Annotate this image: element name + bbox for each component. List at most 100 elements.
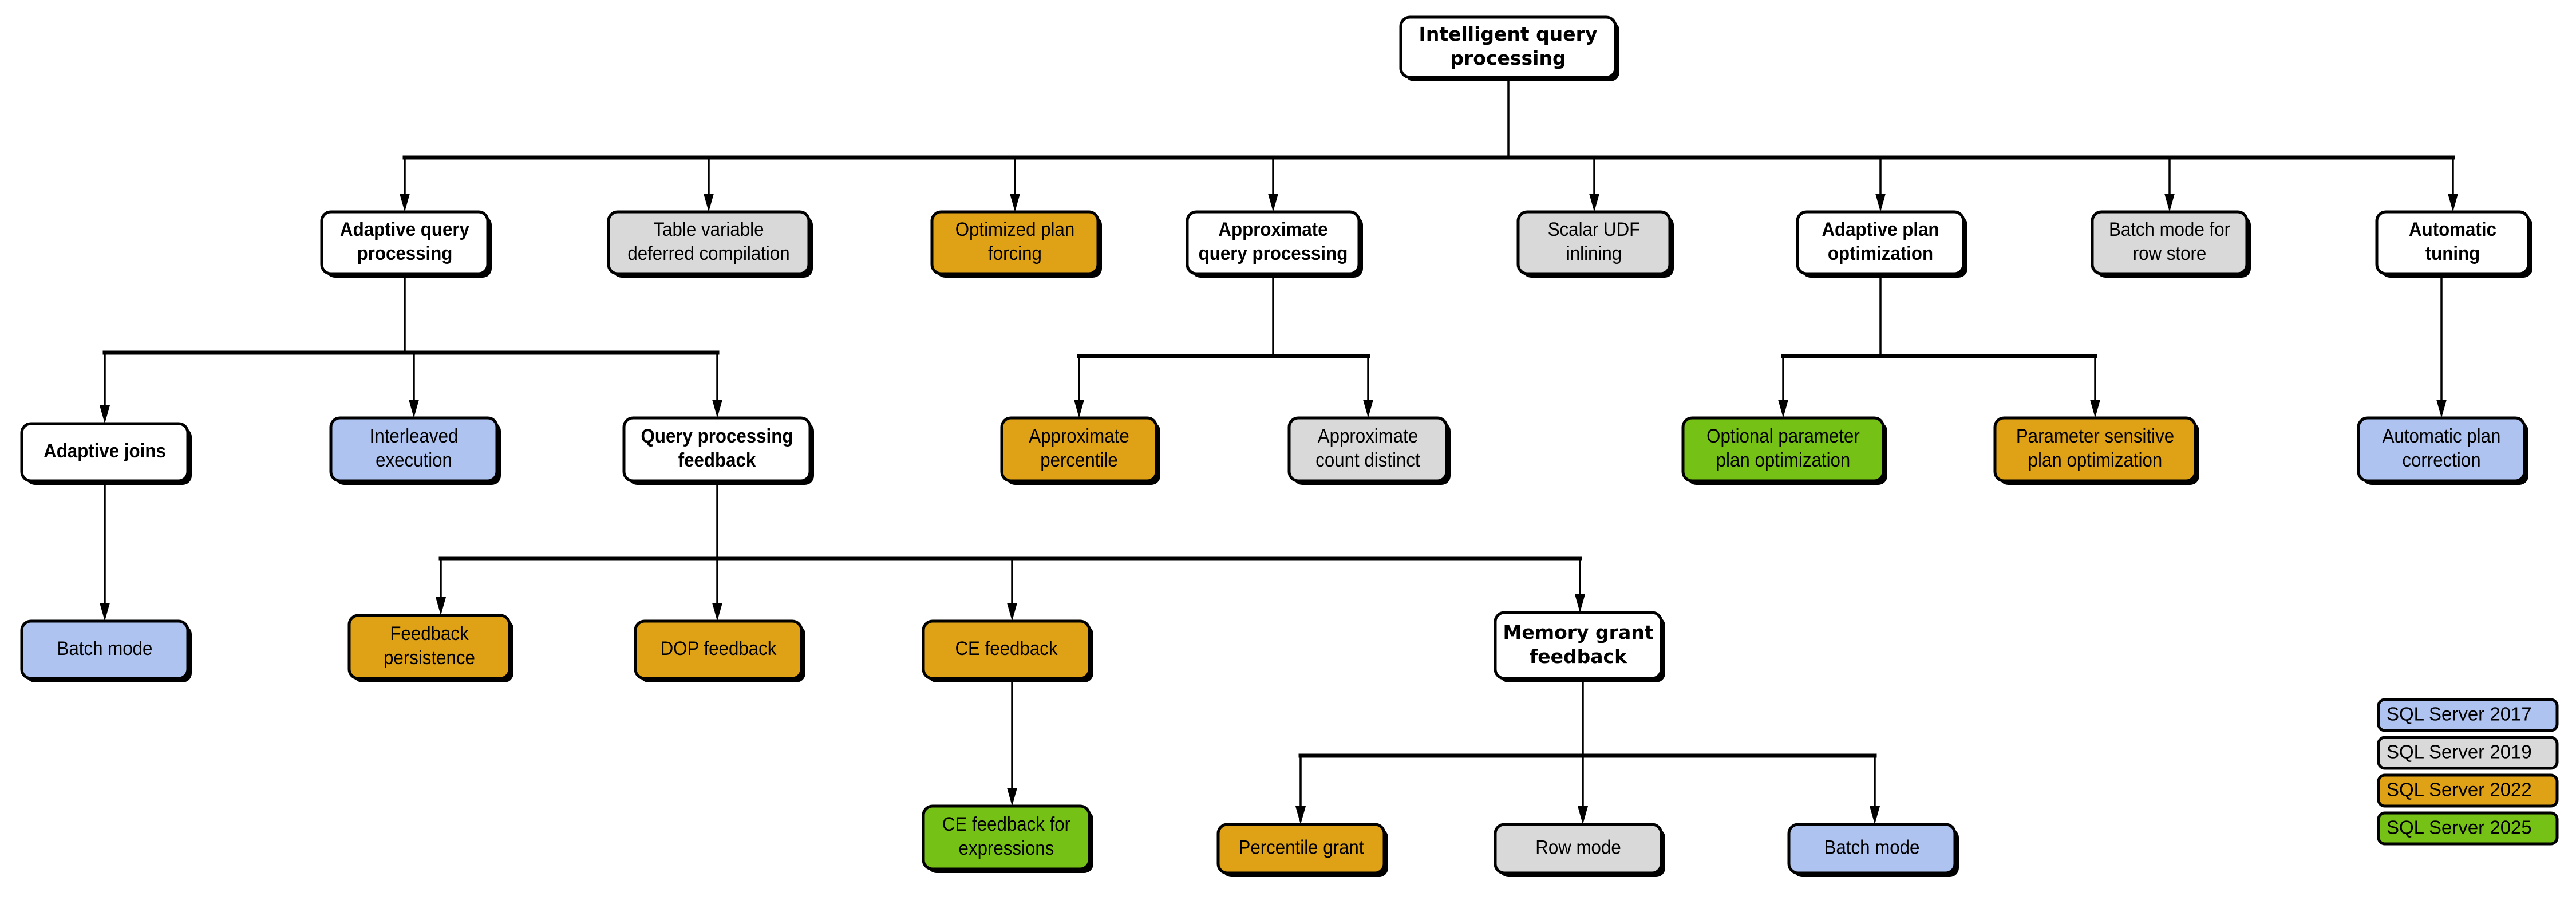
arrow-head: [712, 603, 722, 621]
node-label: row store: [2133, 242, 2207, 264]
arrow-head: [1589, 194, 1599, 212]
node-box[interactable]: [922, 804, 1091, 871]
node-label: CE feedback: [955, 637, 1058, 660]
legend-label: SQL Server 2025: [2387, 817, 2532, 838]
arrow-head: [704, 194, 714, 212]
node-box[interactable]: [347, 614, 511, 680]
node-box[interactable]: [329, 416, 499, 483]
node-label: processing: [357, 242, 453, 264]
node-label: Adaptive joins: [44, 440, 166, 462]
node-box[interactable]: [1399, 15, 1617, 79]
node-label: Batch mode: [1824, 836, 1920, 858]
node-label: Batch mode: [57, 637, 153, 660]
node-aj[interactable]: Adaptive joins: [20, 422, 192, 485]
node-label: count distinct: [1315, 449, 1420, 471]
node-label: Feedback: [390, 622, 469, 645]
node-box[interactable]: [1186, 210, 1361, 275]
legend-item-sql-server-2022: SQL Server 2022: [2377, 773, 2559, 808]
node-label: inlining: [1566, 242, 1622, 264]
node-box[interactable]: [930, 210, 1100, 275]
node-box[interactable]: [607, 210, 811, 275]
node-box[interactable]: [1287, 416, 1448, 483]
legend-label: SQL Server 2019: [2387, 741, 2532, 763]
node-label: query processing: [1199, 242, 1348, 264]
node-box[interactable]: [1796, 210, 1965, 275]
node-label: Approximate: [1029, 425, 1129, 447]
node-label: Optional parameter: [1706, 425, 1860, 447]
node-label: DOP feedback: [661, 637, 777, 660]
node-box[interactable]: [1516, 210, 1672, 275]
node-box[interactable]: [634, 619, 803, 680]
node-cef[interactable]: CE feedback: [922, 619, 1093, 682]
node-box[interactable]: [2091, 210, 2249, 275]
node-bm1[interactable]: Batch mode: [20, 619, 192, 682]
node-box[interactable]: [922, 619, 1091, 680]
node-label: Approximate: [1218, 218, 1327, 240]
node-bm2[interactable]: Batch mode: [1787, 823, 1959, 877]
node-box[interactable]: [20, 619, 189, 680]
node-rm[interactable]: Row mode: [1494, 823, 1665, 877]
node-label: optimization: [1828, 242, 1933, 264]
node-box[interactable]: [1681, 416, 1885, 483]
node-box[interactable]: [1787, 823, 1957, 875]
node-label: Table variable: [654, 218, 764, 240]
arrow-head: [2090, 400, 2100, 418]
arrow-head: [1778, 400, 1788, 418]
node-label: expressions: [959, 837, 1054, 859]
legend-swatch: [2377, 736, 2559, 770]
arrow-head: [409, 400, 419, 418]
node-box[interactable]: [20, 422, 189, 483]
node-box[interactable]: [2375, 210, 2530, 275]
node-box[interactable]: [1494, 823, 1663, 875]
node-box[interactable]: [1494, 611, 1663, 680]
node-label: Interleaved: [370, 425, 459, 447]
node-box[interactable]: [320, 210, 489, 275]
legend-swatch: [2377, 698, 2559, 732]
node-label: Percentile grant: [1238, 836, 1364, 858]
node-label: persistence: [384, 646, 475, 669]
node-dopf[interactable]: DOP feedback: [634, 619, 805, 682]
node-label: CE feedback for: [942, 813, 1070, 835]
node-box[interactable]: [622, 416, 812, 483]
node-label: percentile: [1040, 449, 1118, 471]
arrow-head: [2436, 400, 2447, 418]
node-box[interactable]: [2357, 416, 2526, 483]
node-pg[interactable]: Percentile grant: [1216, 823, 1388, 877]
node-label: Automatic: [2409, 218, 2496, 240]
node-label: Row mode: [1535, 836, 1621, 858]
legend-label: SQL Server 2017: [2387, 704, 2532, 725]
arrow-head: [100, 603, 110, 621]
arrow-head: [1875, 194, 1886, 212]
node-box[interactable]: [1216, 823, 1386, 875]
arrow-head: [400, 194, 410, 212]
node-label: Approximate: [1318, 425, 1419, 447]
node-label: processing: [1450, 47, 1566, 69]
node-label: Batch mode for: [2109, 218, 2230, 240]
node-box[interactable]: [1993, 416, 2197, 483]
arrow-head: [436, 597, 446, 615]
arrow-head: [100, 405, 110, 424]
node-box[interactable]: [1000, 416, 1158, 483]
node-label: Optimized plan: [955, 218, 1075, 240]
arrow-head: [1007, 603, 1017, 621]
